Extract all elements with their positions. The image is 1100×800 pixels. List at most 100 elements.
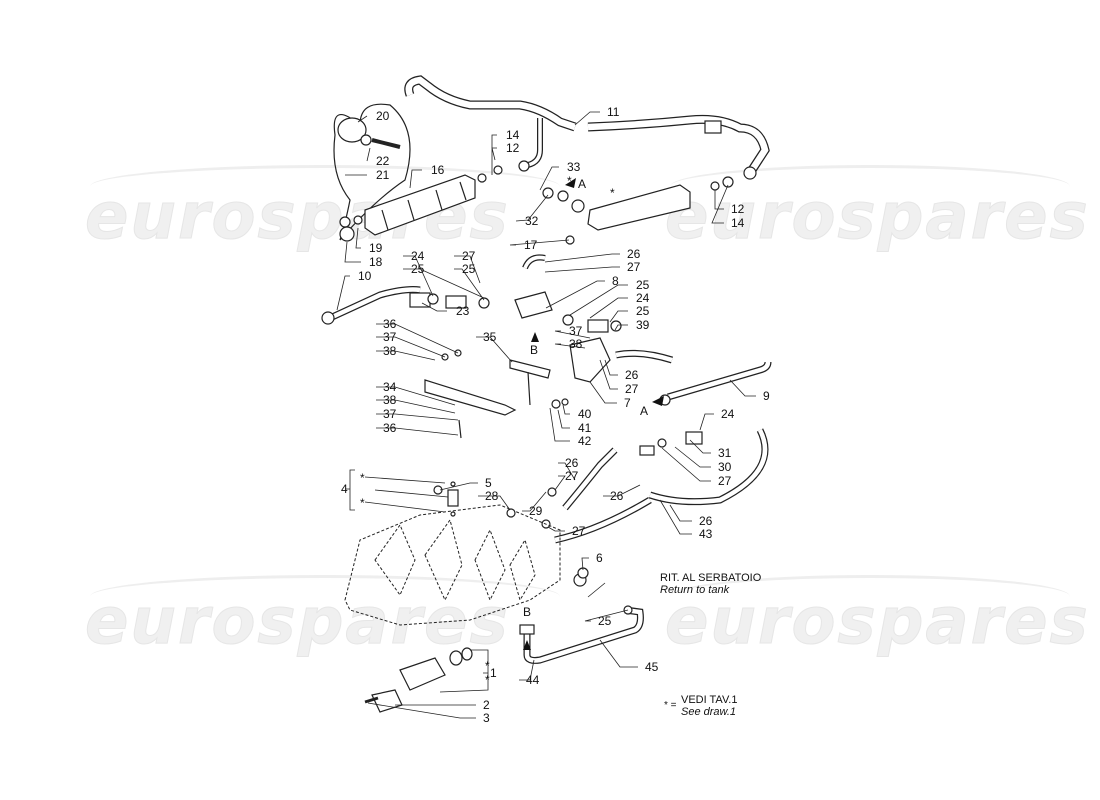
marker-b-mid: B [530, 343, 539, 357]
see-draw-label-it: VEDI TAV.1 [681, 694, 738, 706]
callout-part-38: 38 [383, 393, 397, 407]
watermark-swoosh [90, 575, 560, 618]
see-draw-label-en: See draw.1 [681, 706, 737, 718]
marker-a-top: A [578, 177, 587, 191]
callout-part-2: 2 [483, 698, 490, 712]
callout-part-44: 44 [526, 673, 540, 687]
watermark-swoosh [670, 575, 1070, 618]
callout-part-27: 27 [565, 469, 579, 483]
callout-part-41: 41 [578, 421, 592, 435]
fuel-rail-16 [339, 165, 503, 242]
callout-part-24: 24 [411, 249, 425, 263]
callout-part-32: 32 [525, 214, 539, 228]
fuel-hose-11 [404, 75, 770, 180]
callout-part-4: 4 [341, 482, 348, 496]
callout-part-18: 18 [369, 255, 383, 269]
callout-part-45: 45 [645, 660, 659, 674]
callout-part-25: 25 [636, 278, 650, 292]
marker-a-mid: A [640, 404, 649, 418]
fuel-rail-right [542, 176, 734, 245]
pressure-regulator-8 [427, 254, 622, 333]
callout-part-37: 37 [383, 330, 397, 344]
callout-part-7: 7 [624, 396, 631, 410]
callout-part-10: 10 [358, 269, 372, 283]
watermark: eurospares [665, 180, 1090, 255]
callout-part-1: 1 [490, 666, 497, 680]
callout-part-34: 34 [383, 380, 397, 394]
callout-part-20: 20 [376, 109, 390, 123]
callout-part-33: 33 [567, 160, 581, 174]
watermark-swoosh [670, 165, 1070, 208]
marker-star: * [360, 496, 365, 510]
return-to-tank-label-en: Return to tank [660, 584, 730, 596]
callout-part-36: 36 [383, 421, 397, 435]
marker-star: * [485, 659, 490, 673]
callout-part-25: 25 [636, 304, 650, 318]
callout-part-35: 35 [483, 330, 497, 344]
callout-part-25: 25 [598, 614, 612, 628]
callout-part-27: 27 [572, 524, 586, 538]
marker-star: * [360, 471, 365, 485]
callout-part-36: 36 [383, 317, 397, 331]
hose-10 [321, 286, 431, 325]
callout-part-14: 14 [731, 216, 745, 230]
callout-part-43: 43 [699, 527, 713, 541]
callout-part-25: 25 [462, 262, 476, 276]
callout-part-28: 28 [485, 489, 499, 503]
callout-part-26: 26 [565, 456, 579, 470]
idle-valve [364, 647, 473, 713]
callout-part-14: 14 [506, 128, 520, 142]
callout-part-12: 12 [506, 141, 520, 155]
hoses-26 [541, 447, 652, 587]
callout-part-3: 3 [483, 711, 490, 725]
callout-part-40: 40 [578, 407, 592, 421]
callout-part-37: 37 [383, 407, 397, 421]
callout-part-6: 6 [596, 551, 603, 565]
callout-part-27: 27 [462, 249, 476, 263]
see-draw-symbol: * = [664, 700, 677, 711]
callout-part-23: 23 [456, 304, 470, 318]
callout-part-11: 11 [607, 105, 620, 119]
callout-part-21: 21 [376, 168, 390, 182]
marker-b-bottom: B [523, 605, 532, 619]
callout-part-24: 24 [721, 407, 735, 421]
marker-star: * [567, 174, 572, 188]
watermark: eurospares [665, 585, 1090, 660]
marker-star: * [610, 186, 615, 200]
hose-9 [615, 349, 772, 506]
callout-part-26: 26 [625, 368, 639, 382]
callout-part-22: 22 [376, 154, 390, 168]
callout-part-9: 9 [763, 389, 770, 403]
callout-part-16: 16 [431, 163, 445, 177]
callout-part-29: 29 [529, 504, 543, 518]
callout-part-26: 26 [627, 247, 641, 261]
callout-part-25: 25 [411, 262, 425, 276]
return-to-tank-label-it: RIT. AL SERBATOIO [660, 572, 762, 584]
callout-part-24: 24 [636, 291, 650, 305]
callout-part-38: 38 [383, 344, 397, 358]
callout-part-31: 31 [718, 446, 732, 460]
return-line [519, 567, 644, 664]
callout-part-26: 26 [699, 514, 713, 528]
callout-part-26: 26 [610, 489, 624, 503]
injector [433, 481, 516, 518]
callout-part-27: 27 [718, 474, 732, 488]
callout-part-19: 19 [369, 241, 383, 255]
callout-part-30: 30 [718, 460, 732, 474]
watermark-swoosh [90, 165, 560, 208]
callout-part-12: 12 [731, 202, 745, 216]
direction-arrows [523, 178, 664, 650]
callout-part-39: 39 [636, 318, 650, 332]
callout-part-27: 27 [627, 260, 641, 274]
callout-part-5: 5 [485, 476, 492, 490]
marker-star: * [485, 673, 490, 687]
brackets [424, 337, 611, 439]
callout-part-27: 27 [625, 382, 639, 396]
watermark: eurospares [85, 585, 510, 660]
callout-part-38: 38 [569, 337, 583, 351]
callout-part-17: 17 [524, 238, 538, 252]
callout-part-37: 37 [569, 324, 583, 338]
leader-lines [336, 111, 756, 719]
